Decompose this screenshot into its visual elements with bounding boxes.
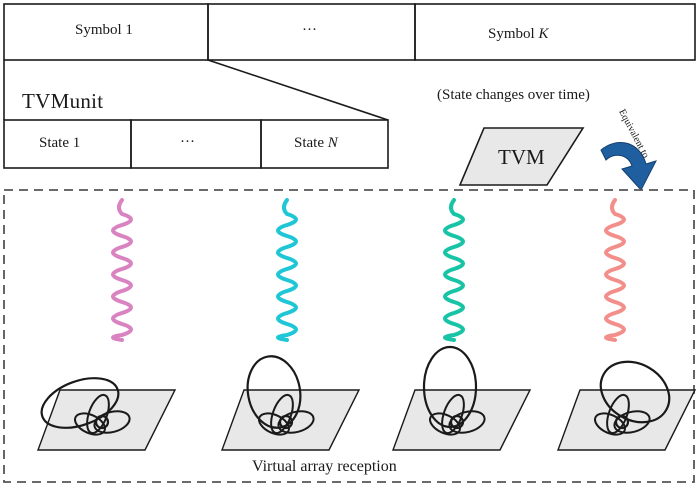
symbol-ellipsis-label: ··· xyxy=(302,22,317,38)
symbol-k-label: Symbol K xyxy=(488,27,548,42)
virtual-array-label: Virtual array reception xyxy=(252,458,397,475)
state-n-label: State N xyxy=(294,136,338,151)
symbol-row xyxy=(3,3,696,61)
antenna-pattern-3 xyxy=(391,345,532,451)
symbol-1-label: Symbol 1 xyxy=(75,22,133,38)
symbol-k-cell xyxy=(414,3,696,61)
antenna-pattern-4 xyxy=(556,360,697,451)
signal-wave-2 xyxy=(276,198,298,342)
state-change-note: (State changes over time) xyxy=(437,87,590,103)
state-ellipsis-label: ··· xyxy=(180,134,195,150)
state-n-var: N xyxy=(327,135,338,151)
state-n-prefix: State xyxy=(294,135,328,151)
tvm-parallelogram xyxy=(458,127,585,186)
symbol-k-var: K xyxy=(538,26,549,42)
waves-group xyxy=(111,198,626,342)
state-1-label: State 1 xyxy=(39,135,81,151)
antennas-group xyxy=(36,345,697,451)
zoom-lines xyxy=(3,59,389,121)
virtual-array-box xyxy=(3,189,695,483)
state-n-cell xyxy=(260,119,389,169)
symbol-k-prefix: Symbol xyxy=(488,26,539,42)
antenna-pattern-2 xyxy=(220,355,361,451)
signal-wave-4 xyxy=(604,198,626,342)
antenna-pattern-1 xyxy=(36,377,177,451)
signal-wave-1 xyxy=(111,198,133,342)
state-row xyxy=(3,119,389,169)
tvm-unit-label: TVMunit xyxy=(22,89,104,113)
tvm-label: TVM xyxy=(498,145,545,169)
state-ellipsis-cell xyxy=(130,119,262,169)
signal-wave-3 xyxy=(443,198,465,342)
